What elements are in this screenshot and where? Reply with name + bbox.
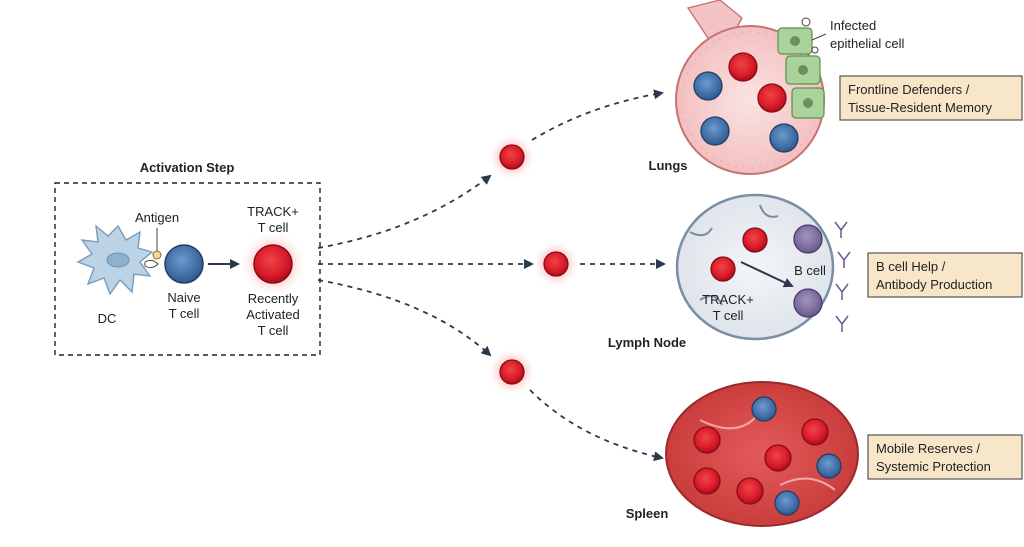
path-to-spleen-2: [529, 389, 664, 462]
ln-bcell-label: B cell: [794, 263, 826, 278]
ln-b-cell-1: [793, 224, 823, 254]
dc-label: DC: [98, 311, 117, 326]
path-to-lungs-1: [317, 174, 492, 249]
lungs-label: Lungs: [649, 158, 688, 173]
spleen-red-cell-5: [736, 477, 764, 505]
lung-blue-cell-3: [769, 123, 799, 153]
ln-track-label-line2: T cell: [713, 308, 744, 323]
migrating-t-cell-lymph: [543, 251, 569, 277]
recent-label-line1: Recently: [248, 291, 299, 306]
path-to-spleen-1: [317, 279, 492, 357]
track-label-line2: T cell: [258, 220, 289, 235]
recent-label-line3: T cell: [258, 323, 289, 338]
lung-blue-cell-1: [693, 71, 723, 101]
ln-track-label-line1: TRACK+: [702, 292, 754, 307]
ln-t-cell-1: [742, 227, 768, 253]
track-label-line1: TRACK+: [247, 204, 299, 219]
lymph-node-role-box: [867, 252, 1023, 298]
spleen-label: Spleen: [626, 506, 669, 521]
antibody-icons: [834, 221, 851, 332]
lung-red-cell-2: [757, 83, 787, 113]
spleen-role-box: [867, 434, 1023, 480]
spleen-blue-cell-1: [751, 396, 777, 422]
ln-t-cell-2: [710, 256, 736, 282]
migrating-t-cell-spleen: [499, 359, 525, 385]
activated-t-cell-icon: [253, 244, 293, 284]
recent-label-line2: Activated: [246, 307, 299, 322]
lungs-box-line1: Frontline Defenders /: [848, 82, 970, 97]
spleen-box-line1: Mobile Reserves /: [876, 441, 980, 456]
lymph-node-label: Lymph Node: [608, 335, 686, 350]
spleen-red-cell-4: [693, 467, 721, 495]
naive-label-line1: Naive: [167, 290, 200, 305]
spleen-red-cell-3: [764, 444, 792, 472]
lymph-box-line1: B cell Help /: [876, 259, 946, 274]
spleen-red-cell-2: [801, 418, 829, 446]
antigen-icon: [152, 250, 162, 260]
lung-red-cell-1: [728, 52, 758, 82]
activation-box: [54, 182, 321, 356]
lungs-box-line2: Tissue-Resident Memory: [848, 100, 993, 115]
ln-b-cell-2: [793, 288, 823, 318]
dendritic-cell-icon: [76, 224, 154, 296]
infected-label-line2: epithelial cell: [830, 36, 905, 51]
infected-epithelial-cell-icon: [777, 17, 825, 119]
spleen-blue-cell-2: [816, 453, 842, 479]
spleen-red-cell-1: [693, 426, 721, 454]
spleen-blue-cell-3: [774, 490, 800, 516]
lymph-box-line2: Antibody Production: [876, 277, 992, 292]
naive-t-cell-icon: [164, 244, 204, 284]
lung-blue-cell-2: [700, 116, 730, 146]
naive-label-line2: T cell: [169, 306, 200, 321]
migrating-t-cell-lungs: [499, 144, 525, 170]
path-to-lungs-2: [531, 89, 664, 141]
infected-label-line1: Infected: [830, 18, 876, 33]
spleen-box-line2: Systemic Protection: [876, 459, 991, 474]
antigen-label: Antigen: [135, 210, 179, 225]
activation-title: Activation Step: [140, 160, 235, 175]
lungs-role-box: [839, 75, 1023, 121]
